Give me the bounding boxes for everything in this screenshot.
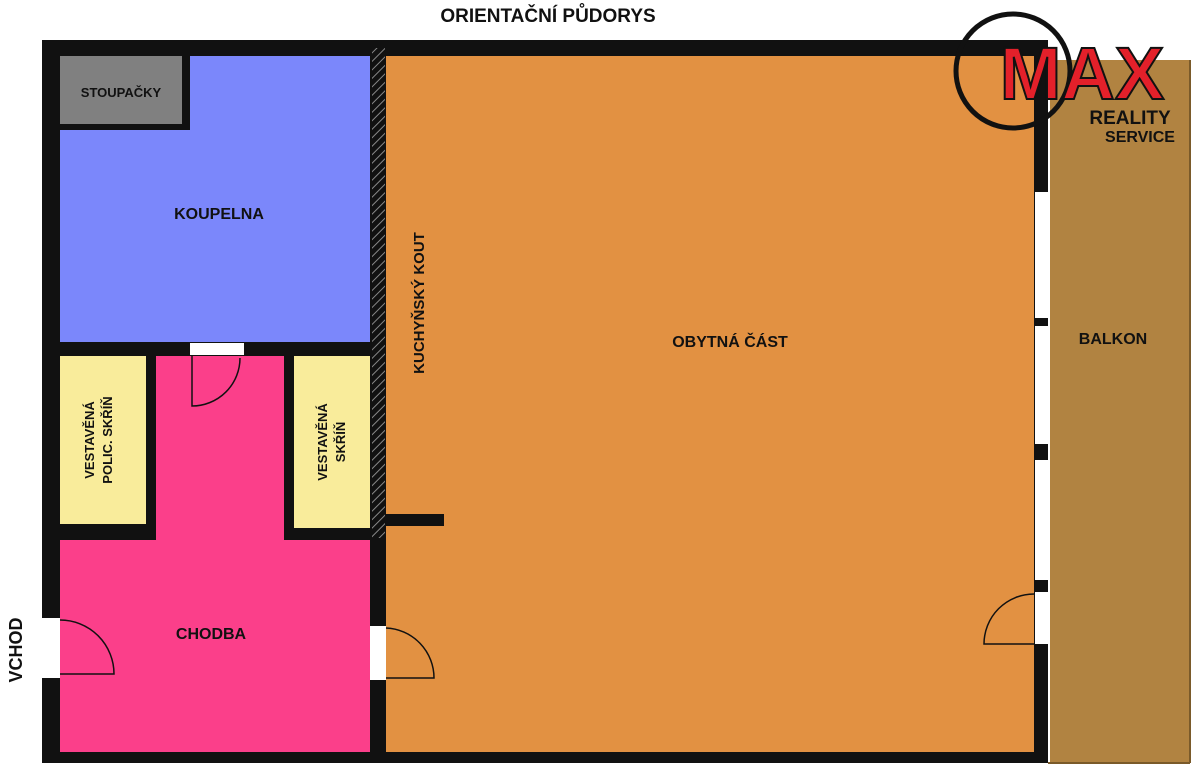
window-1 [1035,192,1049,318]
logo-line1: REALITY [1089,108,1171,129]
entrance-door-swing [59,619,115,675]
living-door-swing [385,627,435,679]
corridor-room [60,540,370,752]
living-door-opening [370,626,386,680]
riser-shaft [60,56,182,124]
partition-stub [386,514,444,526]
obytna-cast-label: OBYTNÁ ČÁST [672,332,788,351]
bathroom-door-opening [190,343,244,355]
balcony-room [1050,60,1190,763]
entrance-door-opening [42,618,60,678]
logo-brand: MAX [1000,32,1164,115]
balcony-door-opening [1035,592,1049,644]
closet-right-line2: SKŘÍŇ [333,422,348,462]
kitchen-counter-wall [372,48,385,538]
closet-right [294,356,370,528]
max-reality-logo: MAX REALITY SERVICE [953,11,1175,146]
chodba-label: CHODBA [176,626,247,643]
balcony-door-swing [983,593,1035,645]
living-room [386,56,1034,752]
closet-left-line1: VESTAVĚNÁ [82,401,97,479]
plan-title: ORIENTAČNÍ PŮDORYS [440,4,655,27]
closet-right-line1: VESTAVĚNÁ [315,403,330,481]
corridor-upper [156,356,284,542]
stoupacky-label: STOUPAČKY [81,85,162,100]
logo-line2: SERVICE [1105,129,1175,146]
closet-left [60,356,146,524]
window-2 [1035,326,1049,444]
kuchynsky-kout-label: KUCHYŇSKÝ KOUT [410,232,428,374]
koupelna-label: KOUPELNA [174,206,264,223]
logo-ring [953,11,1073,131]
bathroom-door-swing [191,356,241,407]
entrance-label: VCHOD [6,617,26,682]
closet-left-line2: POLIC. SKŘÍŇ [100,396,115,483]
balkon-label: BALKON [1079,331,1147,348]
window-3 [1035,460,1049,580]
